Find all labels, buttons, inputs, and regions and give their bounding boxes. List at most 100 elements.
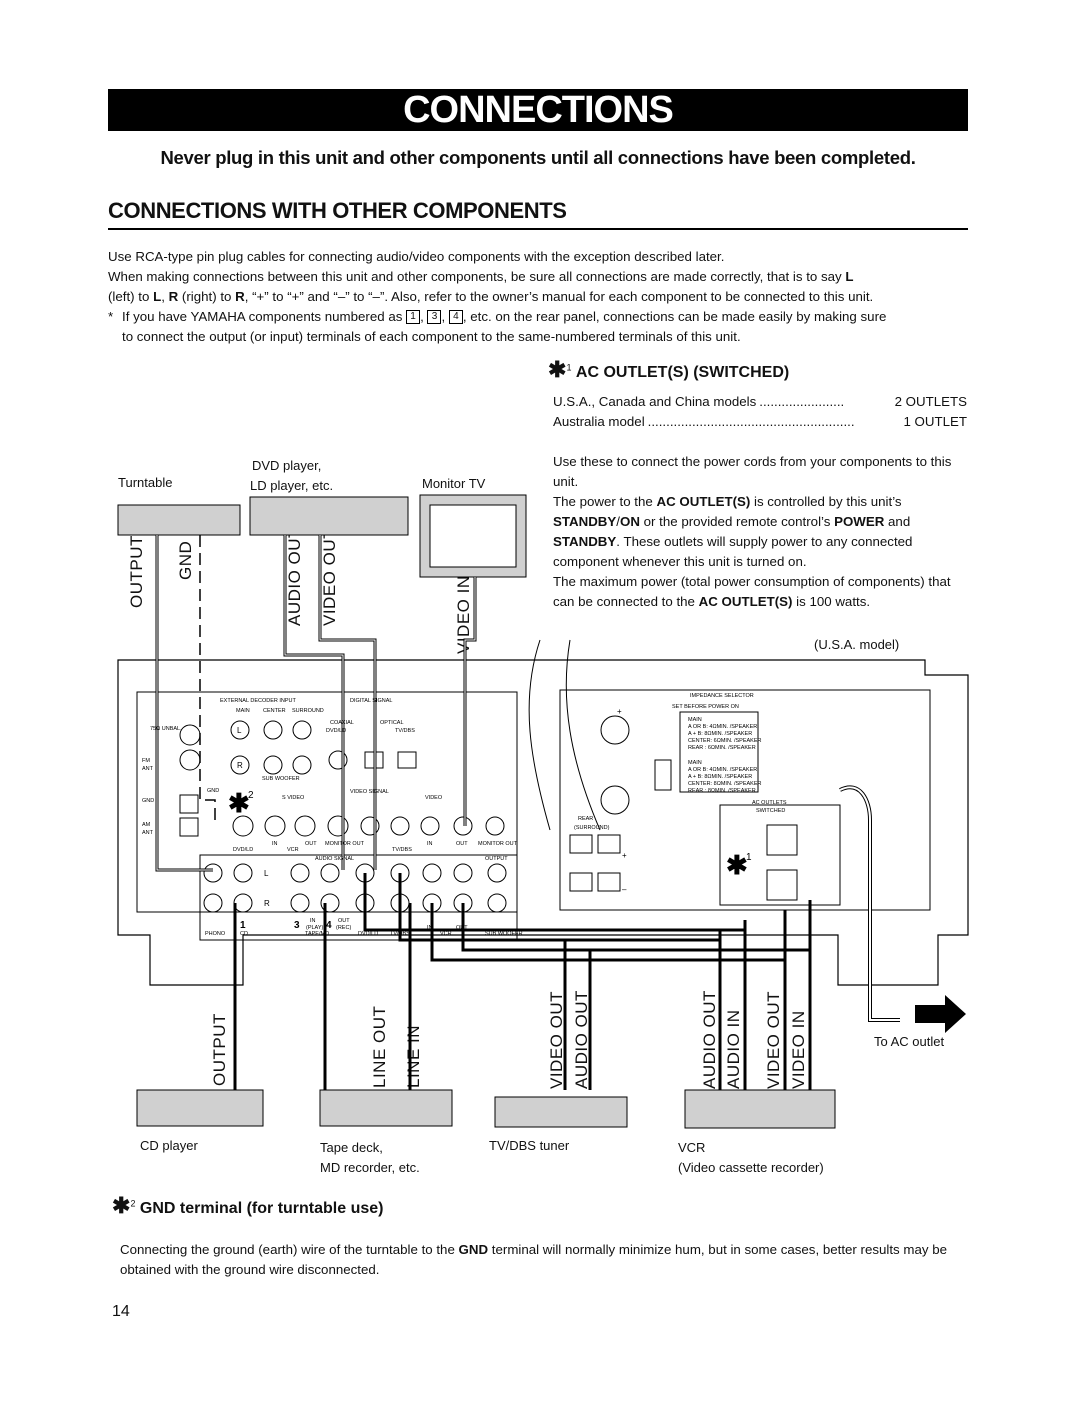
- panel-set-before: SET BEFORE POWER ON: [672, 704, 739, 710]
- panel-imp-row2: A OR B: 4ΩMIN. /SPEAKER: [688, 724, 757, 730]
- dvd-label: DVD player,LD player, etc.: [250, 458, 334, 493]
- panel-phono: PHONO: [205, 931, 226, 937]
- cd-player-label: CD player: [140, 1138, 198, 1153]
- panel-imp-row1b: MAIN: [688, 760, 702, 766]
- panel-cd: CD: [240, 931, 248, 937]
- monitor-label: Monitor TV: [422, 476, 486, 491]
- panel-s-video: S VIDEO: [282, 795, 305, 801]
- tuner-box: [494, 1096, 628, 1128]
- ac-outlet-heading: ✱1 AC OUTLET(S) (SWITCHED): [548, 357, 790, 382]
- panel-dvd-ld: DVD/LD: [326, 728, 346, 734]
- panel-in-3: IN: [310, 918, 316, 924]
- bottom-cables: [233, 873, 812, 1090]
- panel-dvd-ld-2: DVD/LD: [233, 847, 253, 853]
- ac-outlet-para-2: The power to the AC OUTLET(S) is control…: [553, 494, 913, 569]
- section-title: CONNECTIONS WITH OTHER COMPONENTS: [108, 198, 968, 230]
- panel-cutout-curve-2: [565, 639, 601, 831]
- vcr-label: VCR(Video cassette recorder): [678, 1140, 824, 1175]
- ac-outlet-area: [719, 804, 841, 906]
- panel-rec: (REC): [336, 925, 351, 931]
- panel-imp-row6: A + B: 8ΩMIN. /SPEAKER: [688, 774, 752, 780]
- panel-l-1: L: [237, 726, 242, 735]
- page-number: 14: [112, 1303, 130, 1320]
- panel-imp-row8: REAR : 8ΩMIN. /SPEAKER: [688, 788, 756, 794]
- arrow-right-icon: [915, 995, 966, 1033]
- panel-ac-outlets: AC OUTLETS: [752, 800, 787, 806]
- panel-dvd-ld-3: DVD/LD: [358, 931, 378, 937]
- panel-in-2: IN: [427, 841, 433, 847]
- top-cables-inner: [156, 535, 476, 871]
- model-label: (U.S.A. model): [814, 637, 900, 652]
- panel-fm-ant: ANT: [142, 766, 154, 772]
- panel-audio-signal: AUDIO SIGNAL: [315, 856, 354, 862]
- ac-outlet-bottom: [766, 869, 798, 901]
- panel-fm: FM: [142, 758, 150, 764]
- panel-output: OUTPUT: [485, 856, 508, 862]
- panel-play: (PLAY): [306, 925, 323, 931]
- diagram-star-2-sup: 2: [248, 790, 254, 801]
- monitor-tv-screen: [429, 504, 517, 568]
- panel-imp-row5: REAR : 6ΩMIN. /SPEAKER: [688, 745, 756, 751]
- panel-imp-row1: MAIN: [688, 717, 702, 723]
- panel-number-3: 3: [294, 920, 300, 931]
- intro-note: * If you have YAMAHA components numbered…: [108, 309, 887, 344]
- cd-player-box: [136, 1089, 264, 1127]
- panel-out-4: OUT: [456, 925, 468, 931]
- ac-outlet-row-1: U.S.A., Canada and China models.........…: [553, 394, 967, 409]
- impedance-switch: [654, 759, 672, 791]
- panel-imp-row3: A + B: 8ΩMIN. /SPEAKER: [688, 731, 752, 737]
- panel-vcr-2: VCR: [440, 931, 452, 937]
- panel-sub-woofer: SUB WOOFER: [485, 931, 523, 937]
- diagram-star-1-icon: ✱: [726, 850, 748, 880]
- panel-unbal: 75Ω UNBAL.: [150, 726, 182, 732]
- turntable-label: Turntable: [118, 475, 173, 490]
- panel-r-1: R: [237, 761, 243, 770]
- panel-number-4: 4: [326, 920, 332, 931]
- tape-deck-label: Tape deck,MD recorder, etc.: [320, 1140, 420, 1175]
- dvd-player-box: [249, 496, 409, 536]
- panel-video-signal: VIDEO SIGNAL: [350, 789, 389, 795]
- panel-out-2: OUT: [456, 841, 468, 847]
- panel-tv-dbs-2: TV/DBS: [392, 847, 412, 853]
- page-banner-title: CONNECTIONS: [108, 89, 968, 131]
- panel-am: AM: [142, 822, 151, 828]
- gnd-wire: [199, 535, 216, 820]
- panel-imp-row2b: A OR B: 4ΩMIN. /SPEAKER: [688, 767, 757, 773]
- intro-text: Use RCA-type pin plug cables for connect…: [108, 247, 978, 347]
- panel-imp-row4: CENTER: 6ΩMIN. /SPEAKER: [688, 738, 762, 744]
- intro-line-3: (left) to L, R (right) to R, “+” to “+” …: [108, 289, 874, 304]
- diagram-star-2-icon: ✱: [228, 788, 250, 818]
- tape-deck-box: [319, 1089, 453, 1127]
- panel-video: VIDEO: [425, 795, 443, 801]
- intro-line-1: Use RCA-type pin plug cables for connect…: [108, 249, 725, 264]
- ac-outlet-row-2: Australia model.........................…: [553, 414, 967, 429]
- speaker-panel: [559, 689, 931, 911]
- panel-gnd: GND: [207, 788, 219, 794]
- panel-minus-1: –: [622, 885, 627, 894]
- ac-outlet-body: Use these to connect the power cords fro…: [553, 452, 973, 612]
- panel-coaxial: COAXIAL: [330, 720, 354, 726]
- panel-rear-surround: (SURROUND): [574, 825, 610, 831]
- intro-line-2: When making connections between this uni…: [108, 269, 854, 284]
- warning-text: Never plug in this unit and other compon…: [160, 147, 916, 168]
- panel-plus-1: +: [617, 707, 622, 716]
- panel-out-3: OUT: [338, 918, 350, 924]
- ac-outlet-top: [766, 824, 798, 856]
- panel-tape-md: TAPE/MD: [305, 931, 329, 937]
- panel-tv-dbs: TV/DBS: [395, 728, 415, 734]
- panel-plus-2: +: [622, 851, 627, 860]
- panel-main: MAIN: [236, 708, 250, 714]
- panel-gnd-left: GND: [142, 798, 154, 804]
- gnd-body: Connecting the ground (earth) wire of th…: [120, 1242, 948, 1277]
- panel-tv-dbs-3: TV/DBS: [390, 931, 410, 937]
- panel-am-ant: ANT: [142, 830, 154, 836]
- panel-surround: SURROUND: [292, 708, 324, 714]
- panel-vcr: VCR: [287, 847, 299, 853]
- panel-r-2: R: [264, 899, 270, 908]
- turntable-box: [117, 504, 241, 536]
- panel-optical: OPTICAL: [380, 720, 404, 726]
- to-ac-outlet-label: To AC outlet: [874, 1034, 945, 1049]
- ac-outlet-para-1: Use these to connect the power cords fro…: [553, 454, 952, 489]
- panel-impedance: IMPEDANCE SELECTOR: [690, 693, 754, 699]
